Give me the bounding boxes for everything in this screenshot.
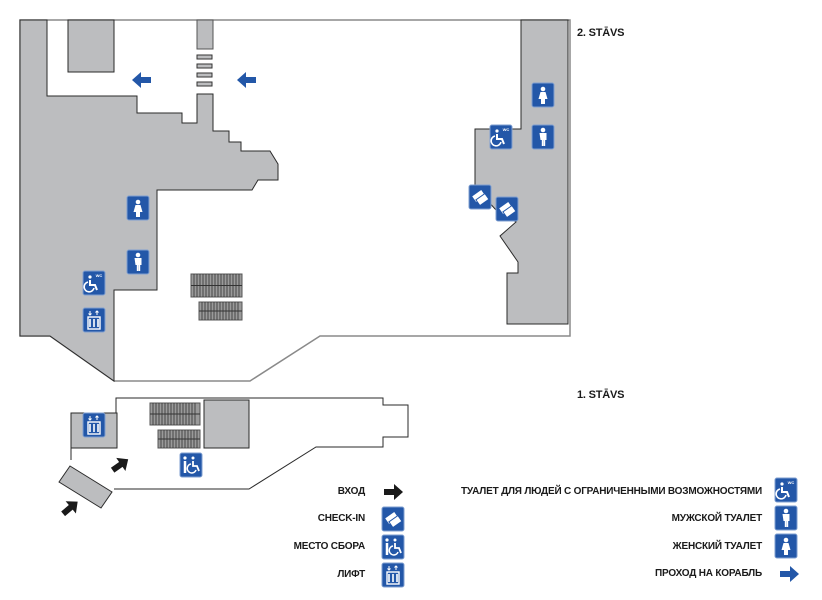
elevator-icon [382, 563, 404, 587]
legend-label-assembly-point: МЕСТО СБОРА [293, 541, 366, 552]
floor-1 [57, 397, 409, 520]
elevator-icon [83, 413, 105, 437]
entrance-arrow-icon [384, 484, 403, 500]
entrance-structure [58, 465, 113, 509]
legend-label-mens-toilet: МУЖСКОЙ ТУАЛЕТ [671, 513, 763, 524]
elevator-icon [83, 308, 105, 332]
accessible-wc-icon [83, 271, 105, 295]
accessible-wc-icon [775, 478, 797, 502]
check-in-icon [469, 185, 491, 209]
floor-2-room [67, 19, 115, 73]
ship-passage-arrow-icon [780, 566, 799, 582]
assembly-point-icon [382, 535, 404, 559]
legend-label-ship-passage: ПРОХОД НА КОРАБЛЬ [655, 568, 762, 579]
floor-2-label: 2. STĀVS [577, 27, 625, 39]
mens-toilet-icon [532, 125, 554, 149]
legend-label-womens-toilet: ЖЕНСКИЙ ТУАЛЕТ [672, 541, 763, 552]
mens-toilet-icon [775, 506, 797, 530]
escalator [157, 429, 201, 449]
legend-label-accessible-wc: ТУАЛЕТ ДЛЯ ЛЮДЕЙ С ОГРАНИЧЕННЫМИ ВОЗМОЖН… [460, 486, 762, 497]
legend-label-elevator: ЛИФТ [337, 569, 365, 580]
escalator [198, 301, 243, 321]
escalator [149, 402, 201, 426]
floor-1-room [203, 399, 250, 449]
floor-2 [19, 19, 571, 382]
mens-toilet-icon [127, 250, 149, 274]
accessible-wc-icon [490, 125, 512, 149]
pillar [196, 19, 214, 50]
entrance-arrow-icon [57, 495, 83, 520]
legend-label-entrance: ВХОД [337, 486, 365, 497]
escalator [190, 273, 243, 298]
stair-bars [196, 54, 213, 87]
floor-1-label: 1. STĀVS [577, 389, 625, 401]
floor-1-outline [114, 397, 409, 490]
legend-label-check-in: CHECK-IN [317, 513, 365, 524]
womens-toilet-icon [532, 83, 554, 107]
entrance-arrow-icon [108, 452, 133, 477]
womens-toilet-icon [775, 534, 797, 558]
check-in-icon [382, 507, 404, 531]
assembly-point-icon [180, 453, 202, 477]
check-in-icon [496, 197, 518, 221]
womens-toilet-icon [127, 196, 149, 220]
